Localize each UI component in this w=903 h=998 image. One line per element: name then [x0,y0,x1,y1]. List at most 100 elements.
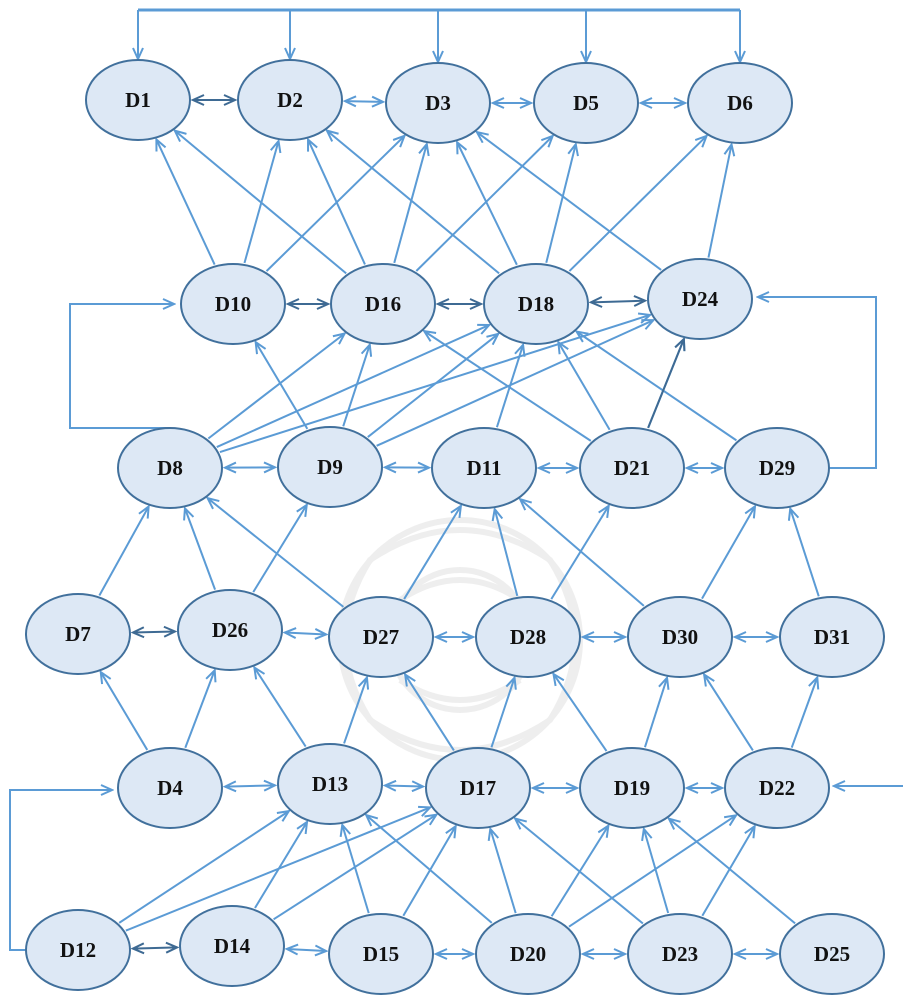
node-ellipse [328,913,434,995]
node-d8: D8 [117,427,223,509]
node-d29: D29 [724,427,830,509]
node-label: D26 [212,618,248,642]
node-label: D15 [363,942,399,966]
node-label: D8 [157,456,183,480]
node-ellipse [579,427,685,509]
edge-D7-to-D8 [98,507,148,596]
edge-D27-to-D11 [403,506,461,600]
node-d21: D21 [579,427,685,509]
edge-D2-with-D3 [345,101,383,102]
edge-D21-to-D16 [424,331,592,442]
node-d13: D13 [277,743,383,825]
edge-D22-to-D31 [790,677,818,748]
edge-D9-to-D10 [256,342,309,430]
node-ellipse [25,593,131,675]
node-ellipse [277,743,383,825]
edge-D10-to-D1 [156,139,216,265]
node-ellipse [177,589,283,671]
edge-D12-with-D14 [133,947,177,948]
node-ellipse [724,747,830,829]
edge-D23-to-D22 [701,826,754,917]
feedback-edge-D29-to-D24 [758,297,877,469]
node-label: D12 [60,938,96,962]
node-d22: D22 [724,747,830,829]
node-d24: D24 [647,258,753,340]
edge-D13-to-D27 [343,678,367,744]
node-label: D20 [510,942,546,966]
edge-D24-to-D3 [477,132,662,271]
node-d31: D31 [779,596,885,678]
node-d28: D28 [475,596,581,678]
node-label: D11 [466,456,501,480]
node-label: D24 [682,287,719,311]
edge-D27-to-D8 [208,498,345,608]
edge-D17-to-D28 [490,678,514,748]
node-label: D7 [65,622,91,646]
node-label: D13 [312,772,348,796]
feedback-edge-D12-to-D4 [9,790,112,951]
edges-layer [9,8,903,954]
edge-D29-to-D18 [577,332,737,442]
edge-D8-to-D24 [219,315,650,454]
node-ellipse [25,909,131,991]
node-ellipse [179,905,285,987]
node-label: D19 [614,776,650,800]
edge-D19-to-D30 [644,678,667,748]
node-ellipse [779,913,885,995]
node-label: D17 [460,776,496,800]
node-label: D23 [662,942,698,966]
node-d11: D11 [431,427,537,509]
edge-D7-with-D26 [133,631,175,632]
edge-D28-to-D21 [550,506,608,600]
node-label: D10 [215,292,251,316]
node-ellipse [475,913,581,995]
edge-D20-to-D13 [366,815,493,924]
node-ellipse [431,427,537,509]
edge-D26-with-D27 [285,633,326,635]
node-ellipse [425,747,531,829]
node-d27: D27 [328,596,434,678]
node-ellipse [85,59,191,141]
edge-D14-to-D13 [254,822,307,909]
edge-D25-to-D19 [669,819,796,925]
node-label: D14 [214,934,251,958]
edge-D8-to-D18 [216,325,489,448]
node-d23: D23 [627,913,733,995]
node-ellipse [627,596,733,678]
node-label: D30 [662,625,698,649]
node-label: D21 [614,456,650,480]
node-ellipse [117,427,223,509]
edge-D4-to-D26 [184,670,214,749]
node-d20: D20 [475,913,581,995]
edge-D18-to-D5 [545,144,575,264]
node-ellipse [779,596,885,678]
edge-D12-to-D13 [118,811,289,924]
edge-D13-to-D26 [254,667,307,748]
edge-D22-to-D30 [704,675,754,751]
node-ellipse [385,62,491,144]
node-label: D5 [573,91,599,115]
node-ellipse [687,62,793,144]
node-d6: D6 [687,62,793,144]
edge-D8-to-D16 [207,334,344,440]
edge-D15-to-D13 [342,825,370,914]
edge-D15-to-D17 [402,826,455,917]
node-label: D3 [425,91,451,115]
edge-D28-to-D11 [495,509,519,597]
edge-D26-to-D8 [185,508,216,591]
edge-D18-with-D24 [591,301,645,303]
node-ellipse [533,62,639,144]
edge-D20-to-D17 [490,829,517,914]
node-ellipse [475,596,581,678]
node-label: D6 [727,91,753,115]
edge-D17-to-D27 [405,675,455,751]
edge-D4-with-D13 [225,785,275,786]
node-ellipse [237,59,343,141]
edge-D30-to-D29 [701,506,755,600]
node-ellipse [647,258,753,340]
node-d30: D30 [627,596,733,678]
edge-D9-to-D24 [376,320,654,447]
edge-D26-to-D9 [252,505,307,593]
edge-D23-to-D17 [515,818,644,925]
